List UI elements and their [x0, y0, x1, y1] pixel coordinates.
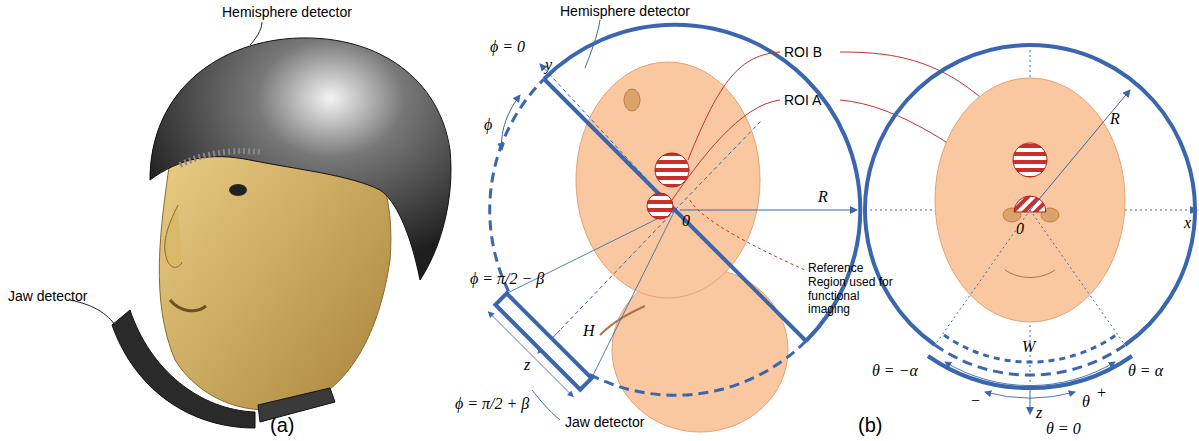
- part-label: Hemisphere detector: [560, 3, 690, 19]
- part-label: Jaw detector: [565, 414, 644, 430]
- front-view: [865, 45, 1197, 414]
- angle-label: θ = −α: [872, 362, 918, 380]
- angle-label: ϕ: [484, 116, 492, 134]
- sign-label: −: [970, 392, 981, 410]
- angle-label: θ: [1082, 393, 1090, 411]
- angle-label: ϕ = π/2 − β: [470, 270, 544, 288]
- angle-label: ϕ = 0: [490, 38, 525, 56]
- dimension-label: R: [1110, 110, 1120, 128]
- origin-label: 0: [1016, 220, 1024, 238]
- region-label: ROI B: [784, 44, 822, 60]
- panel-label: (a): [270, 414, 294, 437]
- axis-label: z: [1036, 404, 1042, 422]
- origin-label: 0: [682, 212, 690, 230]
- dimension-label: R: [818, 188, 828, 206]
- angle-label: θ = 0: [1046, 420, 1081, 438]
- head-illustration: [70, 22, 451, 428]
- region-label: ROI A: [784, 92, 821, 108]
- note-label: Reference Region used for functional ima…: [808, 262, 894, 317]
- part-label: Hemisphere detector: [222, 4, 352, 20]
- angle-label: θ = α: [1128, 362, 1163, 380]
- axis-label: x: [1184, 214, 1191, 232]
- sign-label: +: [1096, 384, 1107, 402]
- dimension-label: H: [583, 322, 595, 340]
- part-label: Jaw detector: [8, 288, 87, 304]
- panel-label: (b): [858, 414, 882, 437]
- angle-label: ϕ = π/2 + β: [455, 395, 529, 413]
- dimension-label: W: [1022, 338, 1035, 356]
- axis-label: y: [545, 56, 552, 74]
- axis-label: z: [524, 356, 530, 374]
